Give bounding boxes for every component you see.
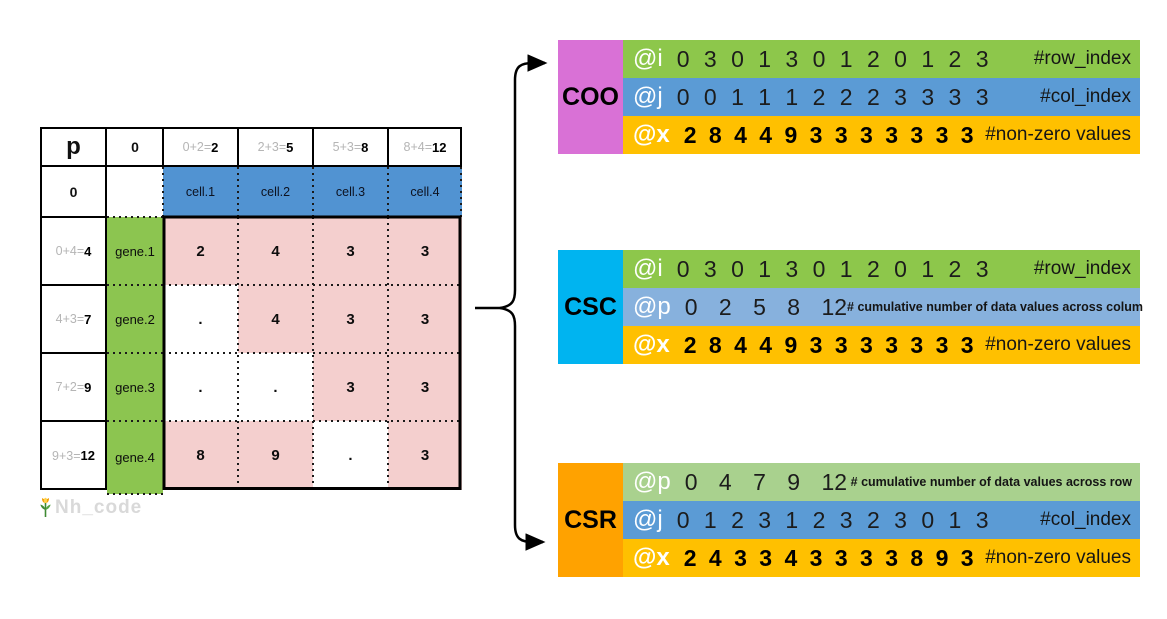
coo-nonzero-values: 2 8 4 4 9 3 3 3 3 3 3 3	[683, 121, 974, 148]
col-header-3: 5+3=8	[332, 139, 369, 155]
matrix-value: 3	[313, 217, 388, 285]
matrix-value: 2	[163, 217, 238, 285]
at-i-tag: @i	[633, 45, 663, 72]
csc-cumulative-note: # cumulative number of data values acros…	[847, 300, 1143, 314]
csr-pointer-row: @p 0 4 7 9 12 # cumulative number of dat…	[623, 463, 1140, 501]
csr-nonzero-values: 2 4 3 3 4 3 3 3 3 8 9 3	[683, 544, 974, 571]
row-index-note: #row_index	[1033, 48, 1131, 69]
csr-col-index-values: 0 1 2 3 1 2 3 2 3 0 1 3	[676, 506, 989, 533]
matrix-value: 3	[388, 353, 462, 421]
gene-cell-matrix: p 0 0+2=2 2+3=5 5+3=8 8+4=12 0 cell.1 ce…	[40, 127, 462, 499]
csr-label: CSR	[558, 463, 623, 577]
nonzero-note: #non-zero values	[985, 547, 1131, 568]
row-zero-label: 0	[69, 184, 78, 200]
matrix-empty: .	[348, 447, 353, 464]
at-p-tag: @p	[633, 293, 671, 320]
at-i-tag: @i	[633, 255, 663, 282]
coo-row-index-row: @i 0 3 0 1 3 0 1 2 0 1 2 3 #row_index	[623, 40, 1140, 78]
csc-label: CSC	[558, 250, 623, 364]
at-x-tag: @x	[633, 331, 670, 358]
col-index-note: #col_index	[1040, 509, 1131, 530]
csr-cumulative-note: # cumulative number of data values acros…	[850, 475, 1132, 489]
matrix-empty: .	[198, 378, 203, 396]
matrix-empty: .	[273, 378, 278, 396]
coo-col-index-row: @j 0 0 1 1 1 2 2 2 3 3 3 3 #col_index	[623, 78, 1140, 116]
coo-label: COO	[558, 40, 623, 154]
matrix-value: 9	[238, 421, 313, 490]
csc-nonzero-values: 2 8 4 4 9 3 3 3 3 3 3 3	[683, 331, 974, 358]
cell-header-3: cell.3	[313, 167, 388, 217]
at-p-tag: @p	[633, 468, 671, 495]
csc-row-index-row: @i 0 3 0 1 3 0 1 2 0 1 2 3 #row_index	[623, 250, 1140, 288]
p-cumsum-1: 0+4=4	[55, 243, 92, 259]
gene-label-3: gene.3	[107, 353, 163, 421]
matrix-value: 8	[163, 421, 238, 490]
col-header-4: 8+4=12	[403, 139, 447, 155]
matrix-value: 3	[313, 353, 388, 421]
csr-pointer-values: 0 4 7 9 12	[684, 468, 848, 495]
gene-label-2: gene.2	[107, 285, 163, 353]
nonzero-note: #non-zero values	[985, 334, 1131, 355]
matrix-value: 3	[388, 285, 462, 353]
p-cumsum-4: 9+3=12	[52, 448, 95, 463]
coo-values-row: @x 2 8 4 4 9 3 3 3 3 3 3 3 #non-zero val…	[623, 116, 1140, 154]
csr-values-row: @x 2 4 3 3 4 3 3 3 3 8 9 3 #non-zero val…	[623, 539, 1140, 577]
csc-pointer-row: @p 0 2 5 8 12 # cumulative number of dat…	[623, 288, 1143, 326]
at-j-tag: @j	[633, 506, 663, 533]
matrix-value: 4	[238, 285, 313, 353]
cell-header-2: cell.2	[238, 167, 313, 217]
coo-col-index-values: 0 0 1 1 1 2 2 2 3 3 3 3	[676, 83, 989, 110]
cell-header-4: cell.4	[388, 167, 462, 217]
table-corner-p: p	[66, 133, 81, 160]
brace-arrow	[475, 54, 548, 551]
at-x-tag: @x	[633, 121, 670, 148]
coo-row-index-values: 0 3 0 1 3 0 1 2 0 1 2 3	[676, 45, 989, 72]
nonzero-note: #non-zero values	[985, 124, 1131, 145]
csc-row-index-values: 0 3 0 1 3 0 1 2 0 1 2 3	[676, 255, 989, 282]
gene-label-1: gene.1	[107, 217, 163, 285]
tulip-icon	[40, 497, 51, 517]
matrix-value: 3	[313, 285, 388, 353]
matrix-value: 3	[388, 217, 462, 285]
csc-values-row: @x 2 8 4 4 9 3 3 3 3 3 3 3 #non-zero val…	[623, 326, 1140, 364]
p-cumsum-2: 4+3=7	[55, 311, 92, 327]
col-header-2: 2+3=5	[257, 139, 294, 155]
cell-header-1: cell.1	[163, 167, 238, 217]
row-index-note: #row_index	[1033, 258, 1131, 279]
p-cumsum-3: 7+2=9	[55, 379, 92, 395]
at-x-tag: @x	[633, 544, 670, 571]
csr-col-index-row: @j 0 1 2 3 1 2 3 2 3 0 1 3 #col_index	[623, 501, 1140, 539]
gene-label-4: gene.4	[107, 421, 163, 494]
at-j-tag: @j	[633, 83, 663, 110]
watermark-text: Nh_code	[55, 497, 143, 518]
col-index-note: #col_index	[1040, 86, 1131, 107]
watermark: Nh_code	[38, 497, 142, 519]
blank-cell	[107, 167, 163, 217]
zero-col-header: 0	[131, 139, 139, 155]
col-header-1: 0+2=2	[182, 139, 219, 155]
matrix-value: 3	[388, 421, 462, 490]
matrix-empty: .	[198, 310, 203, 328]
csc-pointer-values: 0 2 5 8 12	[684, 293, 848, 320]
matrix-value: 4	[238, 217, 313, 285]
